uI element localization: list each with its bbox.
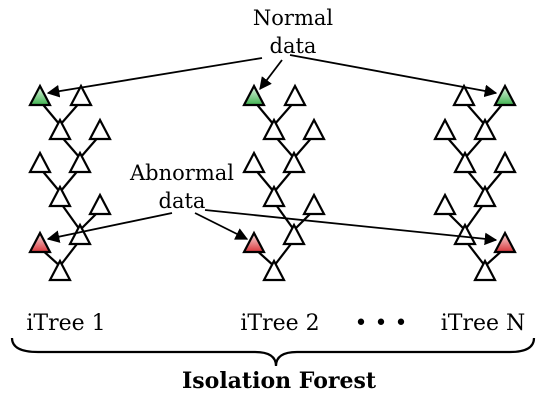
forest-brace [10, 337, 536, 367]
normal-data-label-line2: data [270, 34, 317, 58]
tree-1-node-r1 [88, 117, 112, 141]
tree-1-node-n1 [48, 117, 72, 141]
tree-1-node-leafA [28, 83, 52, 107]
abnormal-data-label-line1: Abnormal [129, 161, 234, 185]
tree-3-node-leafB [452, 83, 476, 107]
normal-arrow-tree-n [289, 54, 498, 98]
abnormal-arrow-tree-1 [46, 212, 173, 243]
tree-2-node-root [262, 258, 286, 282]
tree-2-node-l2 [242, 150, 266, 174]
tree-1-node-r3 [88, 192, 112, 216]
tree-3-node-l2 [493, 150, 517, 174]
arrows-layer [46, 54, 498, 246]
tree-1-node-root [48, 258, 72, 282]
abnormal-data-label-line2: data [159, 189, 206, 213]
tree-1-node-n3 [48, 184, 72, 208]
tree-3-node-n1 [473, 117, 497, 141]
tree-2-node-leafB [283, 83, 307, 107]
tree-1-node-l2 [28, 150, 52, 174]
tree-n-label: iTree N [441, 311, 526, 336]
tree-2-node-leafC [242, 230, 266, 254]
tree-3-node-root [473, 258, 497, 282]
tree-2-node-n1 [262, 117, 286, 141]
itree-1 [28, 83, 112, 282]
itree-2 [242, 83, 326, 282]
tree-2-node-n2 [282, 150, 306, 174]
ellipsis-label: • • • [355, 311, 408, 336]
tree-1-node-n2 [68, 150, 92, 174]
tree-2-node-n3 [262, 184, 286, 208]
tree-2-node-r3 [302, 192, 326, 216]
abnormal-arrow-tree-2 [194, 212, 249, 240]
tree-2-label: iTree 2 [240, 311, 319, 336]
normal-arrow-tree-1 [46, 57, 263, 98]
tree-1-node-leafB [69, 83, 93, 107]
tree-3-node-n3 [473, 184, 497, 208]
tree-3-node-leafC [493, 230, 517, 254]
isolation-forest-title: Isolation Forest [182, 368, 377, 394]
tree-3-node-n2 [453, 150, 477, 174]
normal-arrow-tree-2 [259, 59, 283, 91]
tree-1-node-n4 [68, 222, 92, 246]
tree-3-node-r1 [433, 117, 457, 141]
abnormal-arrow-tree-n [204, 209, 498, 246]
tree-2-node-leafA [242, 83, 266, 107]
tree-3-node-leafA [493, 83, 517, 107]
tree-3-node-n4 [453, 222, 477, 246]
tree-3-node-r3 [433, 192, 457, 216]
trees-layer [28, 83, 517, 282]
tree-1-node-leafC [28, 230, 52, 254]
itree-3 [433, 83, 517, 282]
normal-data-label-line1: Normal [253, 6, 333, 30]
tree-1-label: iTree 1 [26, 311, 105, 336]
tree-2-node-r1 [302, 117, 326, 141]
tree-2-node-n4 [282, 222, 306, 246]
